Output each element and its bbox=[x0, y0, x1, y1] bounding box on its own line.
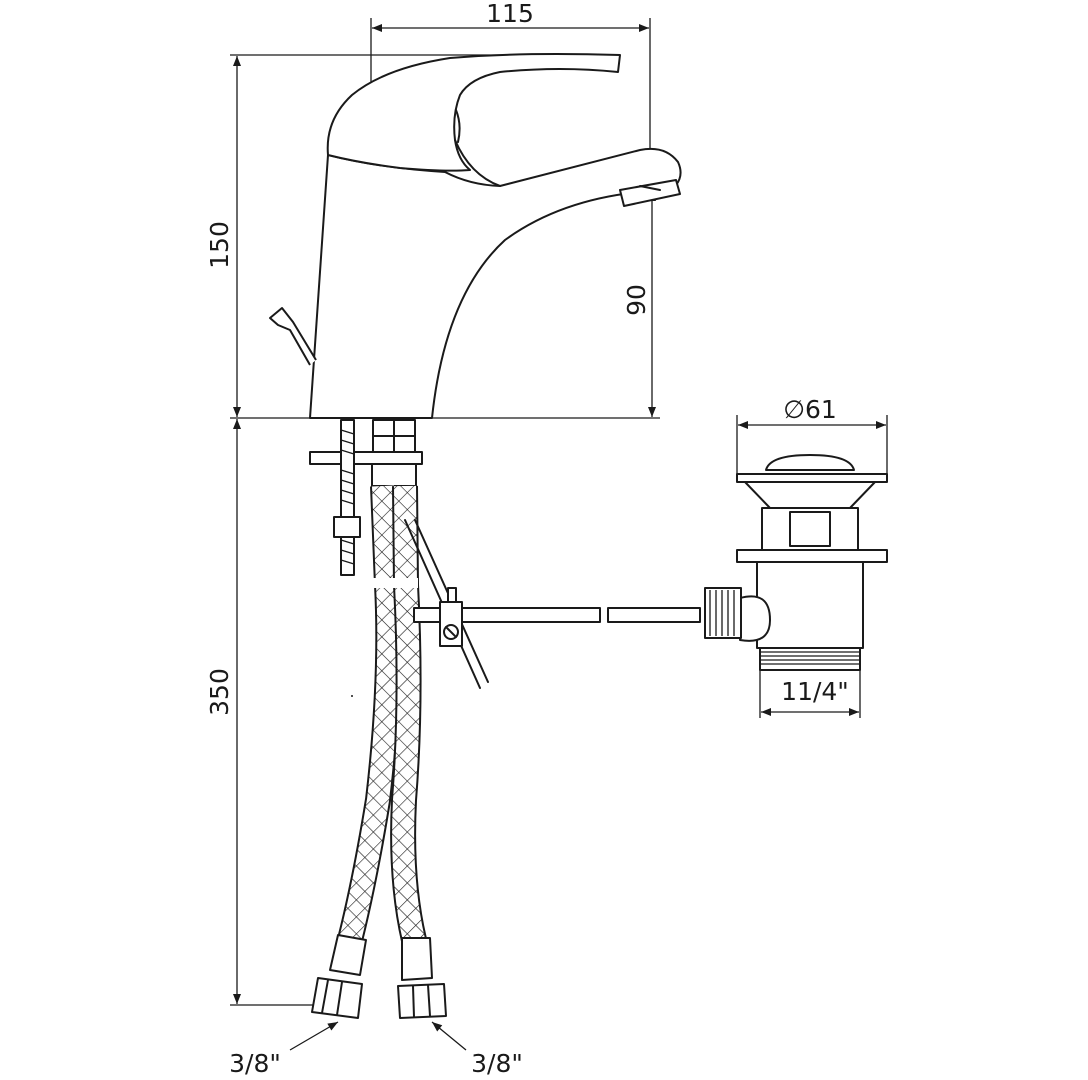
dimension-label-thread: 11/4" bbox=[781, 677, 849, 706]
dimension-label-connection-right: 3/8" bbox=[471, 1049, 523, 1078]
dimension-label-61: ∅61 bbox=[783, 395, 837, 424]
faucet-body bbox=[269, 53, 682, 419]
stray-mark bbox=[351, 695, 353, 697]
dimension-waste-diameter: ∅61 bbox=[736, 395, 888, 478]
pop-up-waste bbox=[704, 454, 888, 671]
dimension-hose-connections: 3/8" 3/8" bbox=[229, 1021, 523, 1078]
dimension-waste-thread: 11/4" bbox=[759, 670, 861, 718]
pop-up-linkage bbox=[404, 519, 701, 689]
dimension-label-90: 90 bbox=[622, 284, 651, 316]
dimension-spout-reach: 115 bbox=[370, 0, 651, 150]
dimension-faucet-height: 150 bbox=[205, 54, 545, 417]
dimension-hose-length: 350 bbox=[205, 419, 318, 1006]
dimension-label-350: 350 bbox=[205, 668, 234, 716]
dimension-label-150: 150 bbox=[205, 221, 234, 269]
flexible-hoses bbox=[311, 485, 447, 1019]
mounting-assembly bbox=[309, 419, 423, 576]
dimension-label-115: 115 bbox=[486, 0, 534, 28]
dimension-label-connection-left: 3/8" bbox=[229, 1049, 281, 1078]
